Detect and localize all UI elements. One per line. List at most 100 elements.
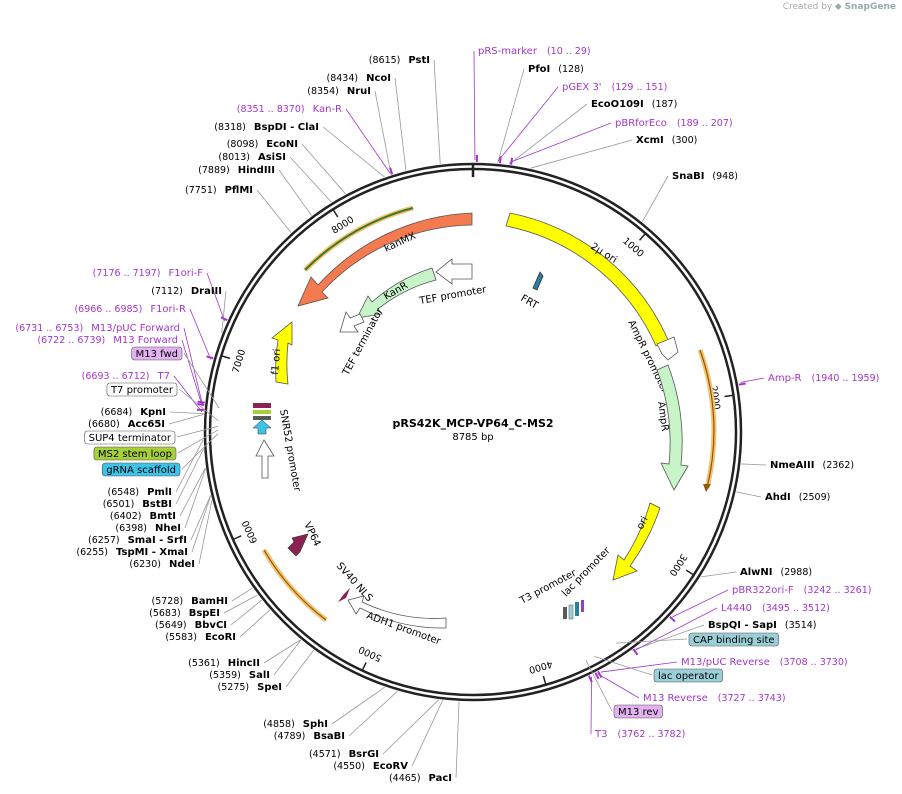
feature-box-lac-operator: lac operator — [653, 668, 723, 683]
site-position: (6402) — [110, 511, 142, 522]
primer-amp-r: Amp-R(1940 .. 1959) — [768, 373, 879, 384]
feature-box-sup4-terminator: SUP4 terminator — [84, 430, 176, 445]
primer-name: M13/pUC Reverse — [681, 657, 770, 668]
site-leader-line — [642, 175, 669, 222]
site-bbvci: BbvCI(5649) — [155, 620, 227, 631]
site-ecori: EcoRI(5583) — [165, 632, 236, 643]
site-leader-line — [263, 639, 301, 664]
feature-box-leader — [183, 352, 220, 409]
primer-name: pBR322ori-F — [732, 585, 794, 596]
site-name: SpeI — [257, 682, 282, 693]
site-leader-line — [168, 414, 204, 425]
site-name: NmeAIII — [770, 460, 814, 471]
site-position: (7751) — [185, 185, 217, 196]
primer-binding-mark — [389, 167, 394, 175]
site-position: (8354) — [307, 86, 339, 97]
site-name: PflMI — [225, 185, 253, 196]
SV40-NLS-label: SV40 NLS — [334, 561, 375, 604]
tick-label-3000: 3000 — [667, 552, 689, 578]
site-name: BstBI — [142, 499, 172, 510]
primer-range: (6693 .. 6712) — [82, 371, 150, 382]
site-leader-line — [175, 448, 204, 505]
site-position: (8013) — [218, 152, 250, 163]
site-acc65i: Acc65I(6680) — [88, 419, 165, 430]
site-leader-line — [411, 700, 444, 767]
site-name: XcmI — [636, 135, 664, 146]
primer-name: F1ori-F — [169, 268, 204, 279]
primer-binding-mark — [588, 675, 593, 683]
primer-binding-mark — [196, 408, 204, 412]
site-leader-line — [700, 571, 737, 578]
feature-box-t7-promoter: T7 promoter — [106, 382, 178, 397]
primer-t7: T7(6693 .. 6712) — [82, 371, 170, 382]
primer-leader-line — [497, 86, 559, 162]
site-ndei: NdeI(6230) — [129, 559, 195, 570]
feature-box-ms2-stem-loop: MS2 stem loop — [93, 446, 177, 461]
primer-binding-mark — [597, 670, 603, 678]
primer-leader-line — [181, 339, 203, 407]
ADH1-promoter-feature — [347, 595, 447, 629]
site-draiii: DraIII(7112) — [151, 286, 222, 297]
KanR-feature — [356, 267, 437, 319]
site-leader-line — [331, 686, 385, 725]
site-name: BspEI — [189, 608, 220, 619]
primer-name: F1ori-R — [150, 304, 186, 315]
site-labels: PfoI(128)EcoO109I(187)XcmI(300)SnaBI(948… — [15, 46, 879, 784]
site-name: NheI — [155, 523, 181, 534]
primer-range: (8351 .. 8370) — [237, 104, 305, 115]
SNR52-region-marks — [252, 403, 272, 435]
site-leader-line — [273, 639, 302, 676]
site-name: NruI — [347, 86, 371, 97]
primer-binding-mark — [669, 616, 676, 623]
site-leader-line — [285, 649, 314, 688]
primer-name: Kan-R — [313, 104, 342, 115]
site-position: (3514) — [785, 620, 817, 631]
primer-m13-puc-forward: M13/pUC Forward(6731 .. 6753) — [15, 323, 180, 334]
feature-box-leader — [585, 660, 613, 712]
primer-range: (189 .. 207) — [677, 118, 733, 129]
site-pfoi: PfoI(128) — [528, 64, 584, 75]
primer-range: (6722 .. 6739) — [37, 335, 105, 346]
site-bmti: BmtI(6402) — [110, 511, 176, 522]
kanMX-feature — [297, 212, 473, 307]
site-position: (4789) — [274, 731, 306, 742]
f1-ori-label: f1 ori — [270, 348, 283, 375]
site-leader-line — [191, 495, 212, 553]
primer-range: (3762 .. 3782) — [617, 729, 685, 740]
site-name: AhdI — [765, 492, 791, 503]
site-leader-line — [374, 90, 392, 175]
feature-box-label: CAP binding site — [693, 635, 775, 646]
site-name: SalI — [249, 670, 270, 681]
AmpR-feature — [656, 364, 689, 491]
site-leader-line — [433, 59, 441, 165]
site-name: BspQI - SapI — [708, 620, 777, 631]
primer-m13-forward: M13 Forward(6722 .. 6739) — [37, 335, 178, 346]
site-position: (7112) — [151, 286, 183, 297]
VP64-brown-line — [263, 549, 327, 621]
site-position: (6257) — [88, 535, 120, 546]
site-position: (7889) — [198, 165, 230, 176]
tick-label-4000: 4000 — [527, 658, 553, 675]
lac-region-marks — [563, 600, 584, 620]
FRT-feature — [532, 271, 544, 291]
primer-range: (3708 .. 3730) — [780, 657, 848, 668]
site-econi: EcoNI(8098) — [227, 139, 298, 150]
feature-box-leader — [177, 429, 219, 454]
AmpR-brown-line — [699, 349, 715, 489]
site-name: EcoRV — [373, 761, 408, 772]
site-position: (5361) — [188, 658, 220, 669]
kanMX-green-line — [304, 207, 414, 271]
site-spei: SpeI (5275) — [218, 682, 282, 693]
site-leader-line — [256, 189, 292, 233]
primer-name: pBRforEco — [615, 118, 667, 129]
primer-range: (3495 .. 3512) — [762, 603, 830, 614]
site-position: (5583) — [165, 632, 197, 643]
feature-box-label: T7 promoter — [110, 385, 174, 396]
primer-leader-line — [590, 676, 592, 735]
site-bspqi-sapi: BspQI - SapI (3514) — [708, 620, 817, 631]
site-position: (5275) — [218, 682, 250, 693]
site-name: TspMI - XmaI — [116, 547, 188, 558]
primer-t3: T3(3762 .. 3782) — [594, 729, 685, 740]
site-position: (128) — [558, 64, 584, 75]
